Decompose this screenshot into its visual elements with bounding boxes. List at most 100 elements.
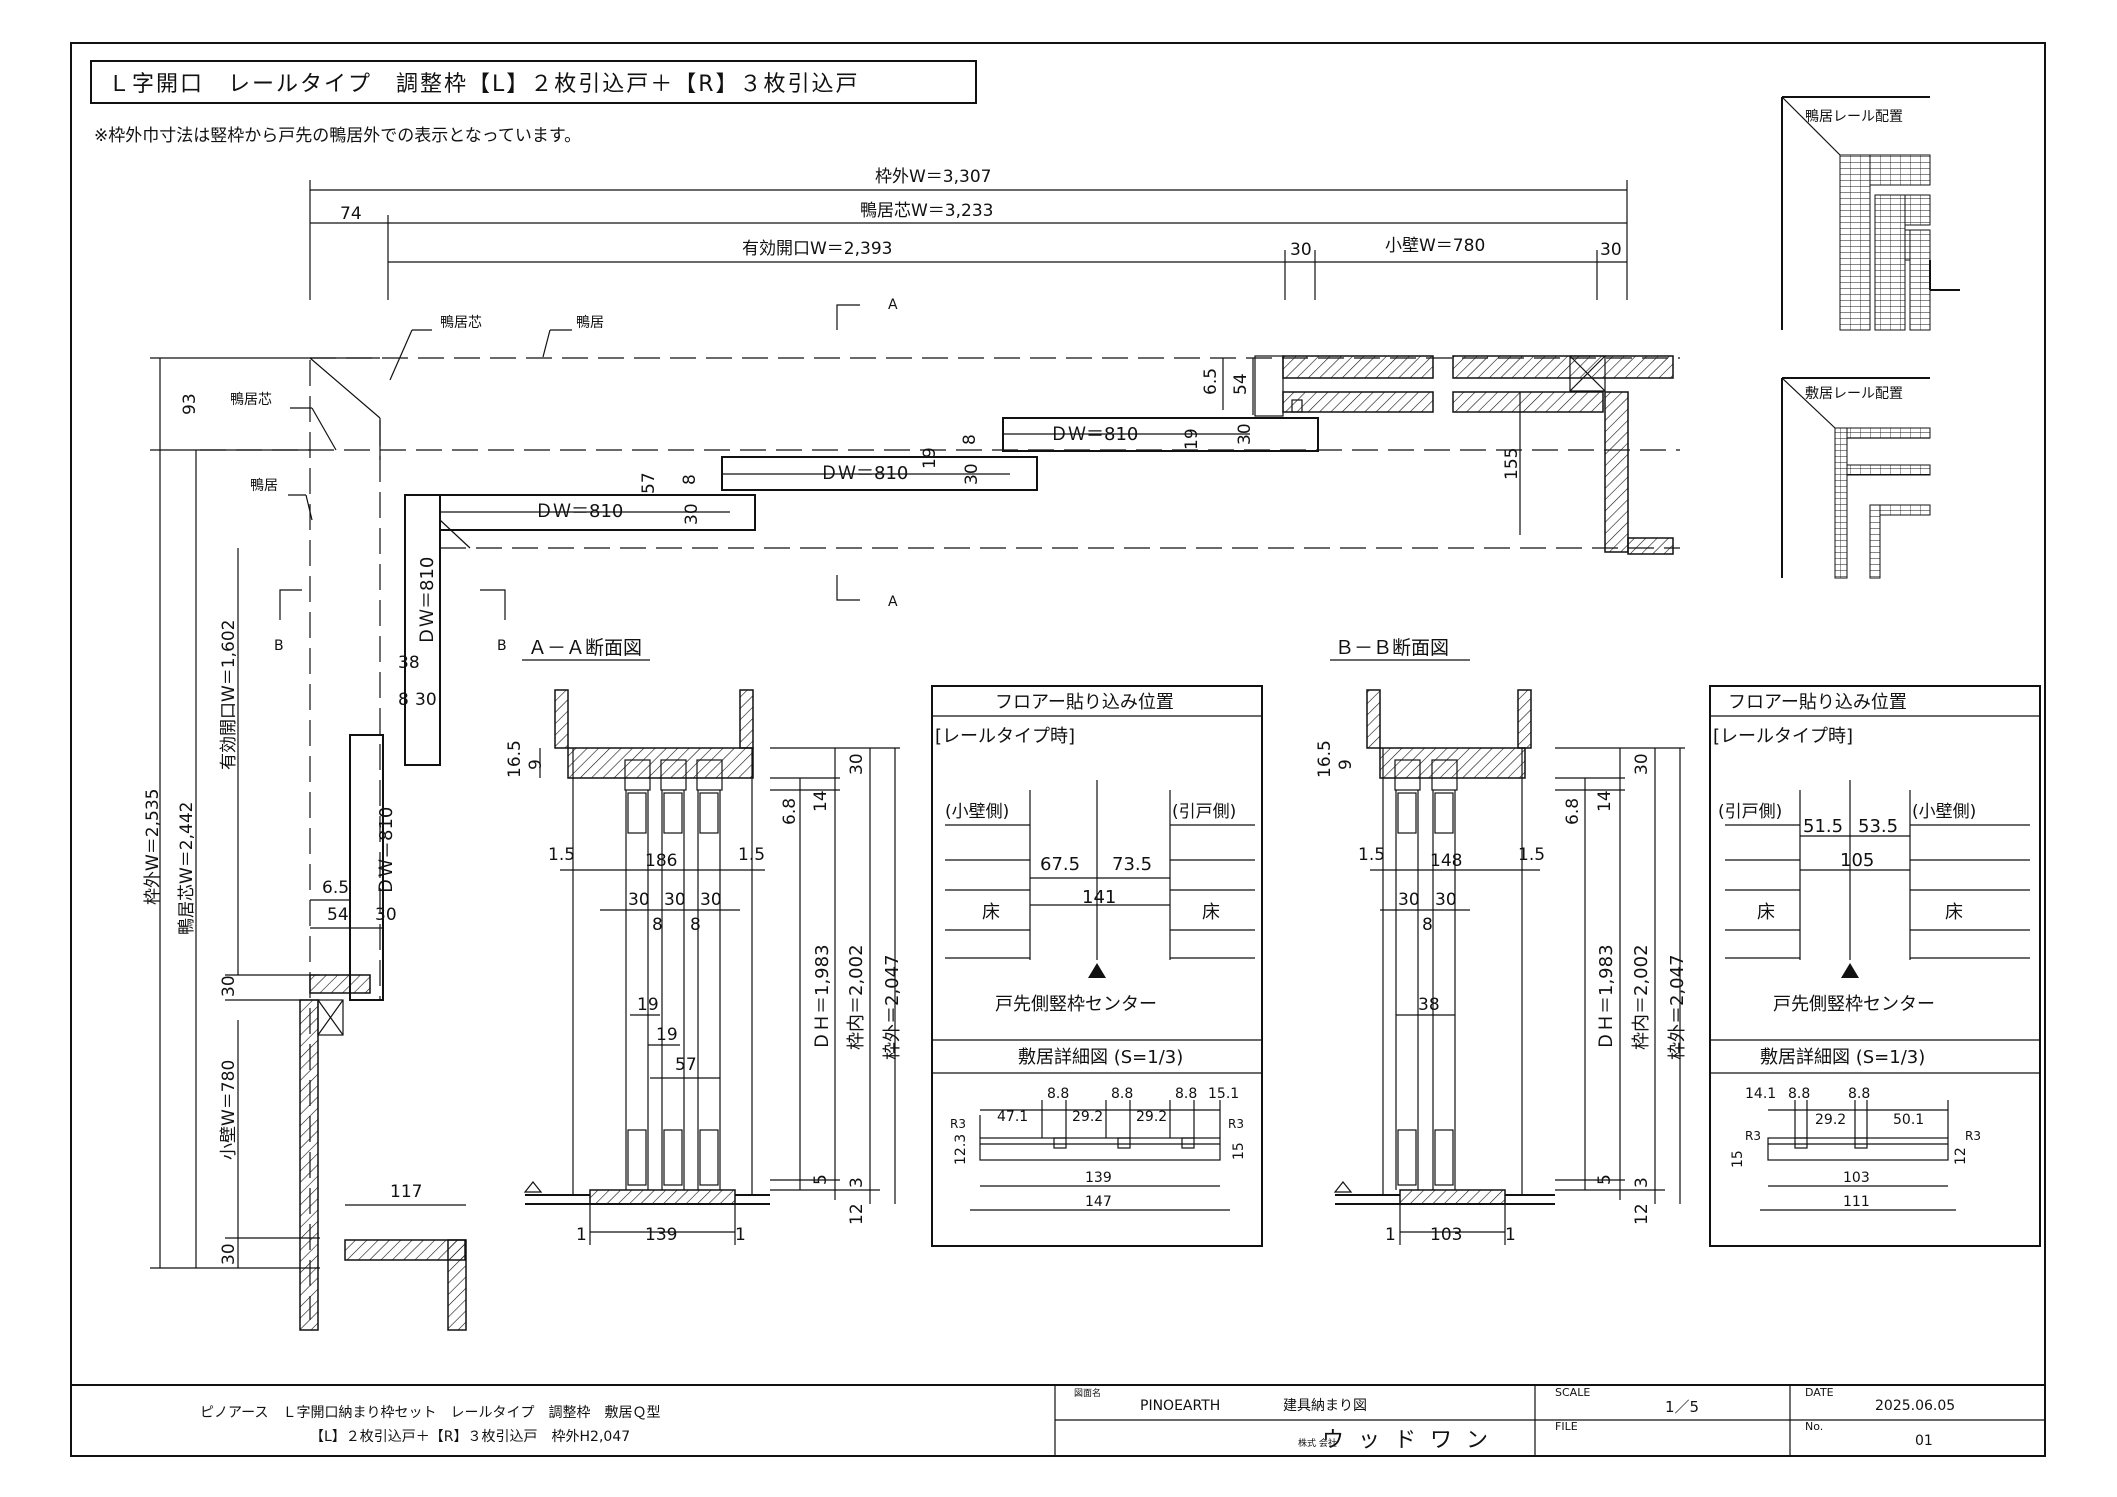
svg-text:6.8: 6.8 [780,798,800,825]
svg-text:8.8: 8.8 [1111,1086,1133,1102]
svg-text:鴨居レール配置: 鴨居レール配置 [1805,109,1903,125]
svg-text:ＤＨ＝1,983: ＤＨ＝1,983 [1596,944,1617,1050]
svg-text:16.5: 16.5 [505,740,525,778]
svg-text:12.3: 12.3 [953,1134,969,1165]
product-line2: 【L】２枚引込戸＋【R】３枚引込戸 枠外H2,047 [310,1429,630,1445]
svg-text:8: 8 [652,915,663,935]
svg-text:床: 床 [1757,902,1775,923]
svg-text:38: 38 [1418,995,1440,1015]
d-54: 54 [1231,373,1251,395]
d-8c: 8 [398,690,409,710]
svg-text:29.2: 29.2 [1136,1109,1167,1125]
svg-text:47.1: 47.1 [997,1109,1028,1125]
page-title: Ｌ字開口 レールタイプ 調整枠【L】２枚引込戸＋【R】３枚引込戸 [108,72,860,97]
svg-text:(小壁側): (小壁側) [945,802,1009,822]
d-6-5b: 6.5 [322,878,349,898]
label-kamoi-top: 鴨居 [576,315,604,331]
svg-text:67.5: 67.5 [1040,854,1080,875]
plan-view: 枠外W＝3,307 74 鴨居芯W＝3,233 有効開口W＝2,393 30 小… [143,167,1680,1331]
label-kamoi-shin-left: 鴨居芯 [230,392,272,408]
door-panel-vert-1 [404,494,441,766]
section-bb: Ｂ－Ｂ断面図 16.5 9 1.5 148 1.5 30 30 8 38 6.8 [1315,637,1688,1245]
svg-text:戸先側竪枠センター: 戸先側竪枠センター [1773,994,1935,1015]
svg-text:R3: R3 [1228,1117,1244,1131]
svg-text:図面名: 図面名 [1074,1387,1101,1399]
svg-text:1.5: 1.5 [738,845,765,865]
svg-text:(小壁側): (小壁側) [1912,802,1976,822]
svg-text:14: 14 [811,790,831,812]
dw-3: ＤＷ＝810 [1050,424,1138,445]
svg-text:57: 57 [675,1055,697,1075]
svg-text:30: 30 [1632,753,1652,775]
d-38: 38 [398,653,420,673]
label-kamoi-left: 鴨居 [250,478,278,494]
svg-text:103: 103 [1430,1225,1462,1245]
scale-value: 1／5 [1665,1398,1699,1416]
section-b-left: B [274,638,284,654]
d-117: 117 [390,1182,422,1202]
v-kamoi-center: 鴨居芯W＝2,442 [177,802,197,935]
svg-text:R3: R3 [1745,1129,1761,1143]
svg-text:30: 30 [700,890,722,910]
svg-text:29.2: 29.2 [1815,1112,1846,1128]
product-line1: ピノアース Ｌ字開口納まり枠セット レールタイプ 調整枠 敷居Ｑ型 [200,1405,660,1421]
d-54b: 54 [327,905,349,925]
d-19b: 19 [1182,428,1202,450]
inset-kamoi-rail: 鴨居レール配置 [1781,96,1960,331]
svg-text:1.5: 1.5 [1358,845,1385,865]
svg-text:8.8: 8.8 [1848,1086,1870,1102]
svg-text:73.5: 73.5 [1112,854,1152,875]
dw-vert-1: ＤＷ＝810 [417,557,438,645]
d-6-5: 6.5 [1201,368,1221,395]
d-8a: 8 [960,434,980,445]
no-value: 01 [1915,1433,1933,1449]
svg-text:147: 147 [1085,1194,1112,1210]
svg-text:床: 床 [982,902,1000,923]
svg-text:16.5: 16.5 [1315,740,1335,778]
svg-text:8: 8 [690,915,701,935]
svg-text:30: 30 [1398,890,1420,910]
svg-text:15: 15 [1231,1142,1247,1160]
note-text: ※枠外巾寸法は竪枠から戸先の鴨居外での表示となっています。 [94,126,581,146]
sheet-border [70,42,2046,1457]
svg-text:29.2: 29.2 [1072,1109,1103,1125]
svg-text:8.8: 8.8 [1788,1086,1810,1102]
d-30g: 30 [375,905,397,925]
section-a-bottom: A [888,594,898,610]
svg-text:枠内＝2,002: 枠内＝2,002 [846,944,867,1050]
svg-text:186: 186 [645,851,677,871]
door-panel-vert-2 [349,734,384,1001]
d-30b: 30 [1235,423,1255,445]
svg-text:3: 3 [1632,1177,1652,1188]
svg-text:53.5: 53.5 [1858,816,1898,837]
v-effective: 有効開口W＝1,602 [219,620,239,770]
svg-text:12: 12 [1953,1147,1969,1165]
svg-text:株式 会社: 株式 会社 [1298,1437,1337,1449]
svg-text:戸先側竪枠センター: 戸先側竪枠センター [995,994,1157,1015]
svg-text:8: 8 [1422,915,1433,935]
company-name: ウッドワン [1322,1428,1502,1453]
svg-text:(引戸側): (引戸側) [1718,802,1782,822]
dw-vert-2: ＤＷ＝810 [376,807,397,895]
svg-text:敷居詳細図 (S=1/3): 敷居詳細図 (S=1/3) [1018,1047,1183,1068]
svg-text:9: 9 [1336,759,1356,770]
d-30f: 30 [219,975,239,997]
svg-text:15: 15 [1730,1150,1746,1168]
svg-text:FILE: FILE [1555,1420,1578,1433]
svg-text:19: 19 [656,1025,678,1045]
svg-text:30: 30 [1435,890,1457,910]
svg-text:No.: No. [1805,1420,1823,1433]
svg-text:14: 14 [1595,790,1615,812]
d-93: 93 [180,393,200,415]
d-57: 57 [639,472,659,494]
svg-text:R3: R3 [1965,1129,1981,1143]
svg-text:148: 148 [1430,851,1462,871]
drawing-brand: PINOEARTH [1140,1398,1220,1414]
svg-text:フロアー貼り込み位置: フロアー貼り込み位置 [1728,692,1907,713]
svg-text:1: 1 [576,1225,587,1245]
inset-shikii-rail: 敷居レール配置 [1781,377,1931,579]
svg-text:DATE: DATE [1805,1386,1834,1399]
label-kamoi-shin-top: 鴨居芯 [440,315,482,331]
svg-text:8.8: 8.8 [1175,1086,1197,1102]
svg-text:15.1: 15.1 [1208,1086,1239,1102]
